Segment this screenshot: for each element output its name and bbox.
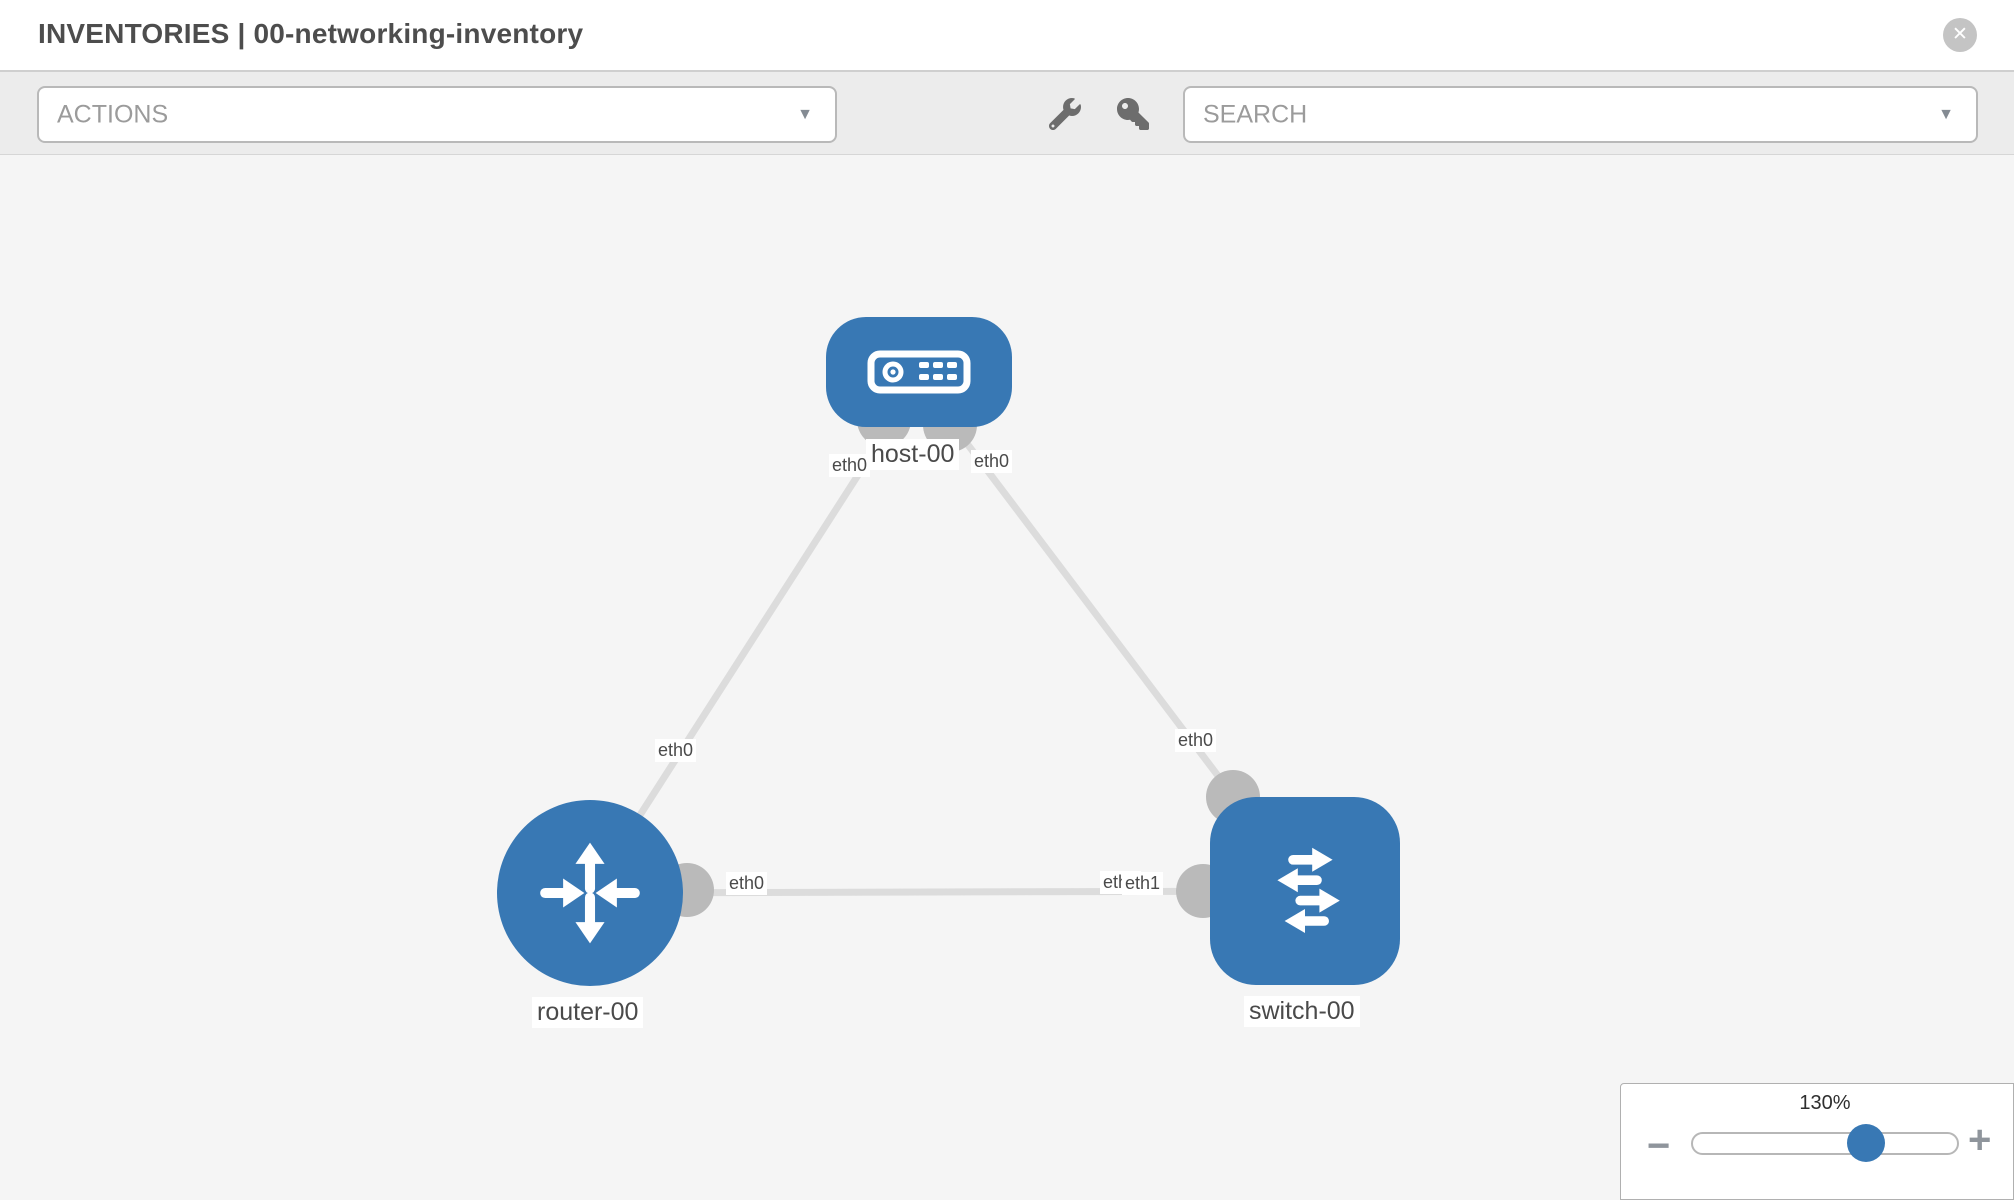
zoom-slider-thumb[interactable] xyxy=(1847,1124,1885,1162)
zoom-out-button[interactable]: − xyxy=(1647,1124,1671,1168)
header: INVENTORIES | 00-networking-inventory ✕ xyxy=(0,0,2014,70)
chevron-down-icon: ▼ xyxy=(797,105,813,123)
search-dropdown-label: SEARCH xyxy=(1203,100,1308,128)
interface-label: eth1 xyxy=(1122,872,1164,895)
wrench-icon xyxy=(1048,98,1081,131)
configure-button[interactable] xyxy=(1048,98,1081,131)
interface-label: eth0 xyxy=(829,454,871,477)
node-label-host: host-00 xyxy=(866,439,960,470)
close-button[interactable]: ✕ xyxy=(1943,18,1977,52)
zoom-slider-track[interactable] xyxy=(1691,1124,1959,1162)
zoom-control-panel: 130% − + xyxy=(1620,1083,2014,1200)
actions-dropdown[interactable]: ACTIONS ▼ xyxy=(37,86,837,143)
credentials-button[interactable] xyxy=(1117,98,1149,130)
close-icon: ✕ xyxy=(1952,24,1968,45)
actions-dropdown-label: ACTIONS xyxy=(57,100,169,128)
key-icon xyxy=(1117,98,1149,130)
switch-icon xyxy=(1277,847,1340,933)
zoom-level-value: 130% xyxy=(1799,1092,1851,1114)
node-router-00[interactable] xyxy=(497,800,683,986)
page-title: INVENTORIES | 00-networking-inventory xyxy=(38,18,584,49)
interface-label: eth0 xyxy=(971,450,1013,473)
interface-label: eth0 xyxy=(655,739,697,762)
router-icon xyxy=(540,842,640,944)
node-label-switch: switch-00 xyxy=(1244,996,1360,1027)
node-label-router: router-00 xyxy=(532,997,644,1028)
zoom-in-button[interactable]: + xyxy=(1968,1118,1992,1162)
interface-label: eth0 xyxy=(1175,729,1217,752)
toolbar: ACTIONS ▼ SEARCH ▼ xyxy=(0,70,2014,155)
node-switch-00[interactable] xyxy=(1210,797,1400,985)
search-dropdown[interactable]: SEARCH ▼ xyxy=(1183,86,1978,143)
interface-label: eth0 xyxy=(726,872,768,895)
node-host-00[interactable] xyxy=(826,317,1012,427)
chevron-down-icon: ▼ xyxy=(1938,105,1954,123)
host-icon xyxy=(867,350,971,394)
